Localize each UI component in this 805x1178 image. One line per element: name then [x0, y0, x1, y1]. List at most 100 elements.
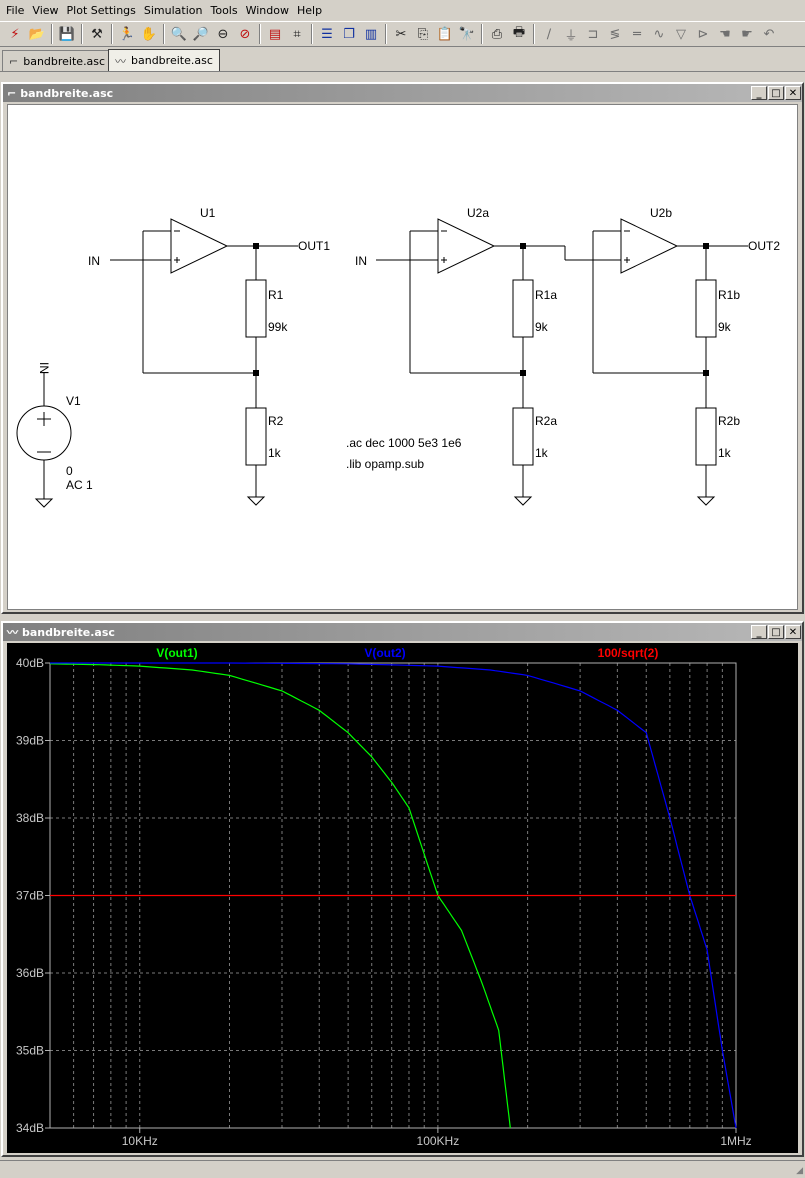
u1-label: U1	[200, 206, 216, 220]
toolbar-separator	[481, 24, 483, 44]
drag-icon[interactable]: ☛	[741, 26, 753, 42]
cut-icon[interactable]: ✂	[395, 26, 407, 42]
maximize-button[interactable]: □	[768, 625, 784, 639]
legend-label: V(out2)	[364, 646, 405, 660]
toolbar-separator	[163, 24, 165, 44]
resize-grip-icon[interactable]: ◢	[796, 1166, 803, 1176]
save-icon[interactable]: 💾	[58, 26, 76, 42]
resistor-r2a[interactable]	[512, 407, 534, 466]
maximize-button[interactable]: □	[768, 86, 784, 100]
opamp-u1[interactable]	[170, 218, 229, 274]
r2-value: 1k	[268, 446, 282, 460]
tile-vertical-icon[interactable]: ▥	[364, 26, 378, 42]
legend-label: V(out1)	[156, 646, 197, 660]
ground-icon[interactable]: ⏚	[564, 28, 578, 44]
schematic-window: ⌐ bandbreite.asc _ □ ✕	[1, 82, 804, 614]
resistor-r1a[interactable]	[512, 279, 534, 338]
v1-label: V1	[66, 394, 81, 408]
zoom-cancel-icon[interactable]: ⊘	[239, 26, 251, 42]
toolbar: ⚡ 📂 💾 ⚒ 🏃 ✋ 🔍 🔎 ⊖ ⊘ ▤ ⌗ ☰ ❐ ▥ ✂ ⎘ 📋 🔭 ⎙ …	[0, 21, 805, 47]
resistor-r2b[interactable]	[695, 407, 717, 466]
out2-label: OUT2	[748, 239, 780, 253]
y-tick-label: 34dB	[16, 1121, 44, 1135]
schematic-icon: ⌐	[7, 86, 17, 100]
find-icon[interactable]: 🔭	[458, 26, 476, 42]
menu-plot-settings[interactable]: Plot Settings	[66, 4, 136, 17]
capacitor-icon[interactable]: ═	[633, 26, 641, 42]
r2b-value: 1k	[718, 446, 732, 460]
resistor-r2[interactable]	[245, 407, 267, 466]
v1-net-label: IN	[37, 362, 51, 374]
menu-help[interactable]: Help	[296, 4, 323, 17]
toolbar-separator	[81, 24, 83, 44]
print-preview-icon[interactable]: ⎙	[491, 26, 503, 42]
ground-symbol	[247, 486, 265, 506]
tile-horizontal-icon[interactable]: ☰	[321, 26, 333, 42]
menu-view[interactable]: View	[32, 4, 59, 17]
resistor-r1b[interactable]	[695, 279, 717, 338]
menu-file[interactable]: File	[6, 4, 25, 17]
junction	[520, 370, 526, 376]
label-icon[interactable]: ⊐	[587, 26, 599, 42]
zoom-in-icon[interactable]: 🔍	[170, 26, 188, 42]
r2b-label: R2b	[718, 414, 740, 428]
r2a-label: R2a	[535, 414, 557, 428]
r1a-value: 9k	[535, 320, 549, 334]
inductor-icon[interactable]: ∿	[653, 26, 665, 42]
resistor-r1[interactable]	[245, 279, 267, 338]
hammer-icon[interactable]: ⚒	[91, 26, 103, 42]
tab-waveform[interactable]: 〰 bandbreite.asc	[108, 49, 220, 71]
toolbar-separator	[111, 24, 113, 44]
pan-hand-icon[interactable]: ✋	[140, 26, 158, 42]
wire-icon[interactable]: ∕	[546, 26, 552, 42]
copy-icon[interactable]: ⎘	[417, 26, 429, 42]
new-schematic-icon[interactable]: ⚡	[10, 26, 20, 42]
print-icon[interactable]: 🖶	[512, 25, 526, 40]
move-hand-icon[interactable]: ☚	[719, 26, 731, 42]
menu-tools[interactable]: Tools	[210, 4, 238, 17]
open-icon[interactable]: 📂	[28, 26, 46, 42]
close-button[interactable]: ✕	[785, 625, 801, 639]
document-tab-bar: ⌐ bandbreite.asc 〰 bandbreite.asc	[0, 48, 805, 72]
zoom-out-icon[interactable]: ⊖	[217, 26, 229, 42]
spice-directive-lib[interactable]: .lib opamp.sub	[346, 457, 424, 471]
marker-icon[interactable]: ⌗	[293, 26, 301, 42]
junction	[253, 370, 259, 376]
menu-bar: File View Plot Settings Simulation Tools…	[0, 0, 805, 21]
tab-schematic[interactable]: ⌐ bandbreite.asc	[2, 50, 113, 71]
close-button[interactable]: ✕	[785, 86, 801, 100]
toolbar-separator	[259, 24, 261, 44]
toolbar-separator	[51, 24, 53, 44]
y-tick-label: 40dB	[16, 656, 44, 670]
u2a-label: U2a	[467, 206, 489, 220]
minimize-button[interactable]: _	[751, 625, 767, 639]
menu-window[interactable]: Window	[245, 4, 289, 17]
spice-directive-ac[interactable]: .ac dec 1000 5e3 1e6	[346, 436, 462, 450]
opamp-u2b[interactable]	[620, 218, 679, 274]
cascade-icon[interactable]: ❐	[343, 26, 355, 42]
schematic-icon: ⌐	[9, 54, 19, 68]
component-icon[interactable]: ⊳	[697, 26, 709, 42]
menu-simulation[interactable]: Simulation	[143, 4, 203, 17]
resistor-icon[interactable]: ≶	[609, 26, 621, 42]
opamp-u2a[interactable]	[437, 218, 496, 274]
series-line-0	[49, 663, 511, 1129]
autorange-icon[interactable]: ▤	[268, 26, 282, 42]
waveform-icon: 〰	[115, 54, 126, 68]
undo-icon[interactable]: ↶	[763, 26, 775, 42]
r2-label: R2	[268, 414, 284, 428]
paste-icon[interactable]: 📋	[436, 26, 454, 42]
diode-icon[interactable]: ▽	[676, 26, 686, 42]
run-icon[interactable]: 🏃	[118, 26, 136, 42]
zoom-area-icon[interactable]: 🔎	[192, 26, 210, 42]
schematic-title-bar[interactable]: ⌐ bandbreite.asc _ □ ✕	[3, 84, 802, 102]
tab-label: bandbreite.asc	[23, 54, 106, 68]
schematic-canvas[interactable]: U1 IN OUT1 R1 99k R2 1k	[7, 104, 798, 610]
waveform-title-bar[interactable]: 〰 bandbreite.asc _ □ ✕	[3, 623, 802, 641]
voltage-source-v1[interactable]	[16, 405, 72, 461]
minimize-button[interactable]: _	[751, 86, 767, 100]
